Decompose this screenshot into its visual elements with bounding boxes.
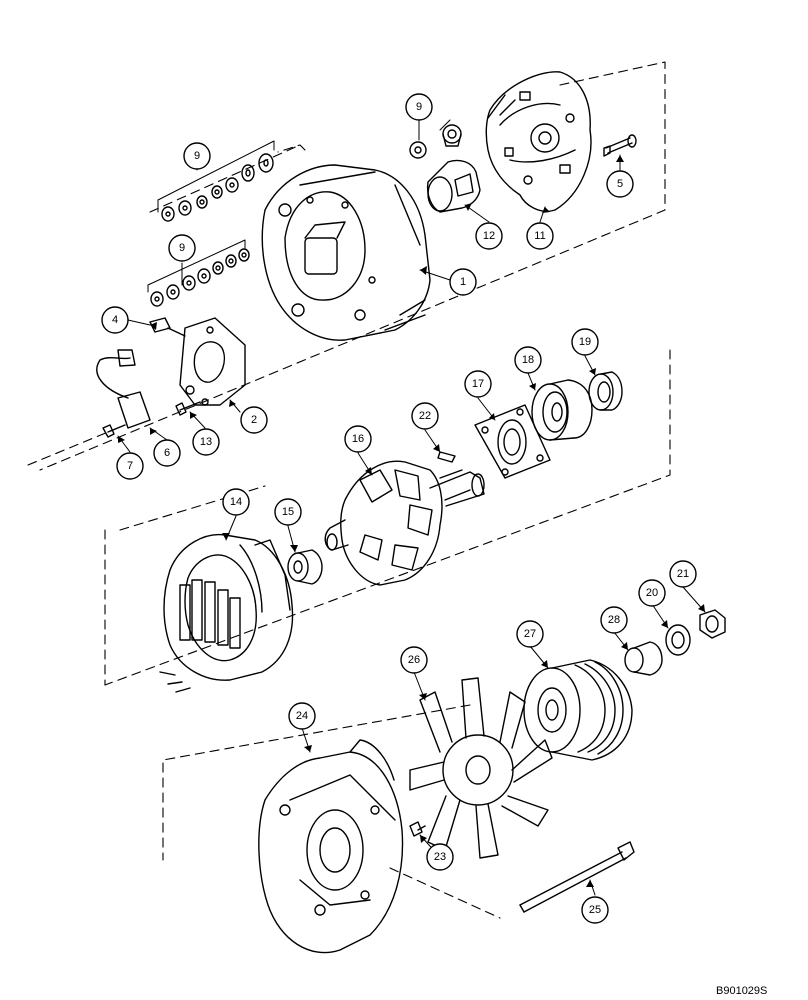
assembly-guide-lines <box>27 61 671 919</box>
callout-23: 23 <box>426 843 454 871</box>
regulator-2-part <box>179 317 246 406</box>
pulley-27-part <box>523 659 633 761</box>
connector-6-part <box>96 349 151 429</box>
callout-9a: 9 <box>183 142 211 170</box>
callout-20: 20 <box>638 579 666 607</box>
callout-28: 28 <box>600 606 628 634</box>
callout-label: 28 <box>608 614 620 626</box>
screw-7-part <box>102 424 126 438</box>
callout-1: 1 <box>449 268 477 296</box>
callout-9b: 9 <box>168 234 196 262</box>
callout-7: 7 <box>116 452 144 480</box>
housing-1-part <box>261 164 431 341</box>
callout-11: 11 <box>526 222 554 250</box>
callout-label: 25 <box>589 904 601 916</box>
callout-label: 14 <box>230 496 242 508</box>
callout-label: 2 <box>251 414 257 426</box>
callout-label: 21 <box>677 568 689 580</box>
bolt-5-part <box>603 134 637 157</box>
callout-12: 12 <box>475 222 503 250</box>
callout-2: 2 <box>240 406 268 434</box>
callout-5: 5 <box>606 170 634 198</box>
callout-label: 12 <box>483 230 495 242</box>
callout-label: 6 <box>164 447 170 459</box>
callout-15: 15 <box>274 498 302 526</box>
callout-label: 27 <box>524 628 536 640</box>
callout-label: 16 <box>352 433 364 445</box>
callout-label: 11 <box>534 230 545 242</box>
callout-label: 20 <box>646 587 658 599</box>
callout-9c: 9 <box>405 93 433 121</box>
callout-27: 27 <box>516 620 544 648</box>
drawing-reference-code: B901029S <box>716 985 767 997</box>
retainer-plate-17-part <box>474 404 551 479</box>
callout-label: 24 <box>296 710 308 722</box>
bearing-15-part <box>287 549 323 585</box>
callout-label: 7 <box>127 460 133 472</box>
callout-17: 17 <box>464 370 492 398</box>
callout-label: 19 <box>579 336 591 348</box>
brush-4-part <box>149 317 186 337</box>
spacer-28-part <box>624 641 663 676</box>
callout-26: 26 <box>400 646 428 674</box>
callout-6: 6 <box>153 439 181 467</box>
key-22-part <box>437 451 456 463</box>
callout-label: 18 <box>522 354 534 366</box>
callout-label: 22 <box>419 410 431 422</box>
callout-label: 5 <box>617 178 623 190</box>
callout-25: 25 <box>581 896 609 924</box>
callout-label: 9 <box>179 242 185 254</box>
callout-21: 21 <box>669 560 697 588</box>
rotor-16-part <box>324 460 485 586</box>
rectifier-plate-part <box>485 71 592 212</box>
callout-19: 19 <box>571 328 599 356</box>
callout-label: 9 <box>194 150 200 162</box>
leader-arrowheads <box>118 155 705 887</box>
callout-label: 17 <box>472 378 484 390</box>
screw-23-part <box>409 821 426 837</box>
washer-stack-lower-part <box>150 248 250 307</box>
stator-14-part <box>159 533 294 693</box>
leader-lines <box>117 119 706 896</box>
callout-16: 16 <box>344 425 372 453</box>
callout-label: 26 <box>408 654 420 666</box>
callout-22: 22 <box>411 402 439 430</box>
drive-end-housing-24-part <box>258 739 404 954</box>
bearing-18-part <box>531 379 593 441</box>
callout-24: 24 <box>288 702 316 730</box>
seal-19-part <box>588 371 623 411</box>
bushing-12-part <box>426 159 481 213</box>
through-bolt-25-part <box>519 841 635 913</box>
callout-4: 4 <box>101 306 129 334</box>
nut-9-top-part <box>409 124 462 159</box>
callout-13: 13 <box>192 428 220 456</box>
washer-stack-upper-part <box>161 153 274 222</box>
callout-label: 13 <box>200 436 212 448</box>
callout-14: 14 <box>222 488 250 516</box>
callout-label: 23 <box>434 851 446 863</box>
screw-13-part <box>175 401 201 416</box>
fan-26-part <box>409 677 553 859</box>
nut-21-part <box>699 609 726 639</box>
callout-label: 4 <box>112 314 118 326</box>
callout-label: 9 <box>416 101 422 113</box>
lockwasher-20-part <box>665 624 691 656</box>
callout-18: 18 <box>514 346 542 374</box>
callout-label: 1 <box>460 276 466 288</box>
callout-label: 15 <box>282 506 294 518</box>
